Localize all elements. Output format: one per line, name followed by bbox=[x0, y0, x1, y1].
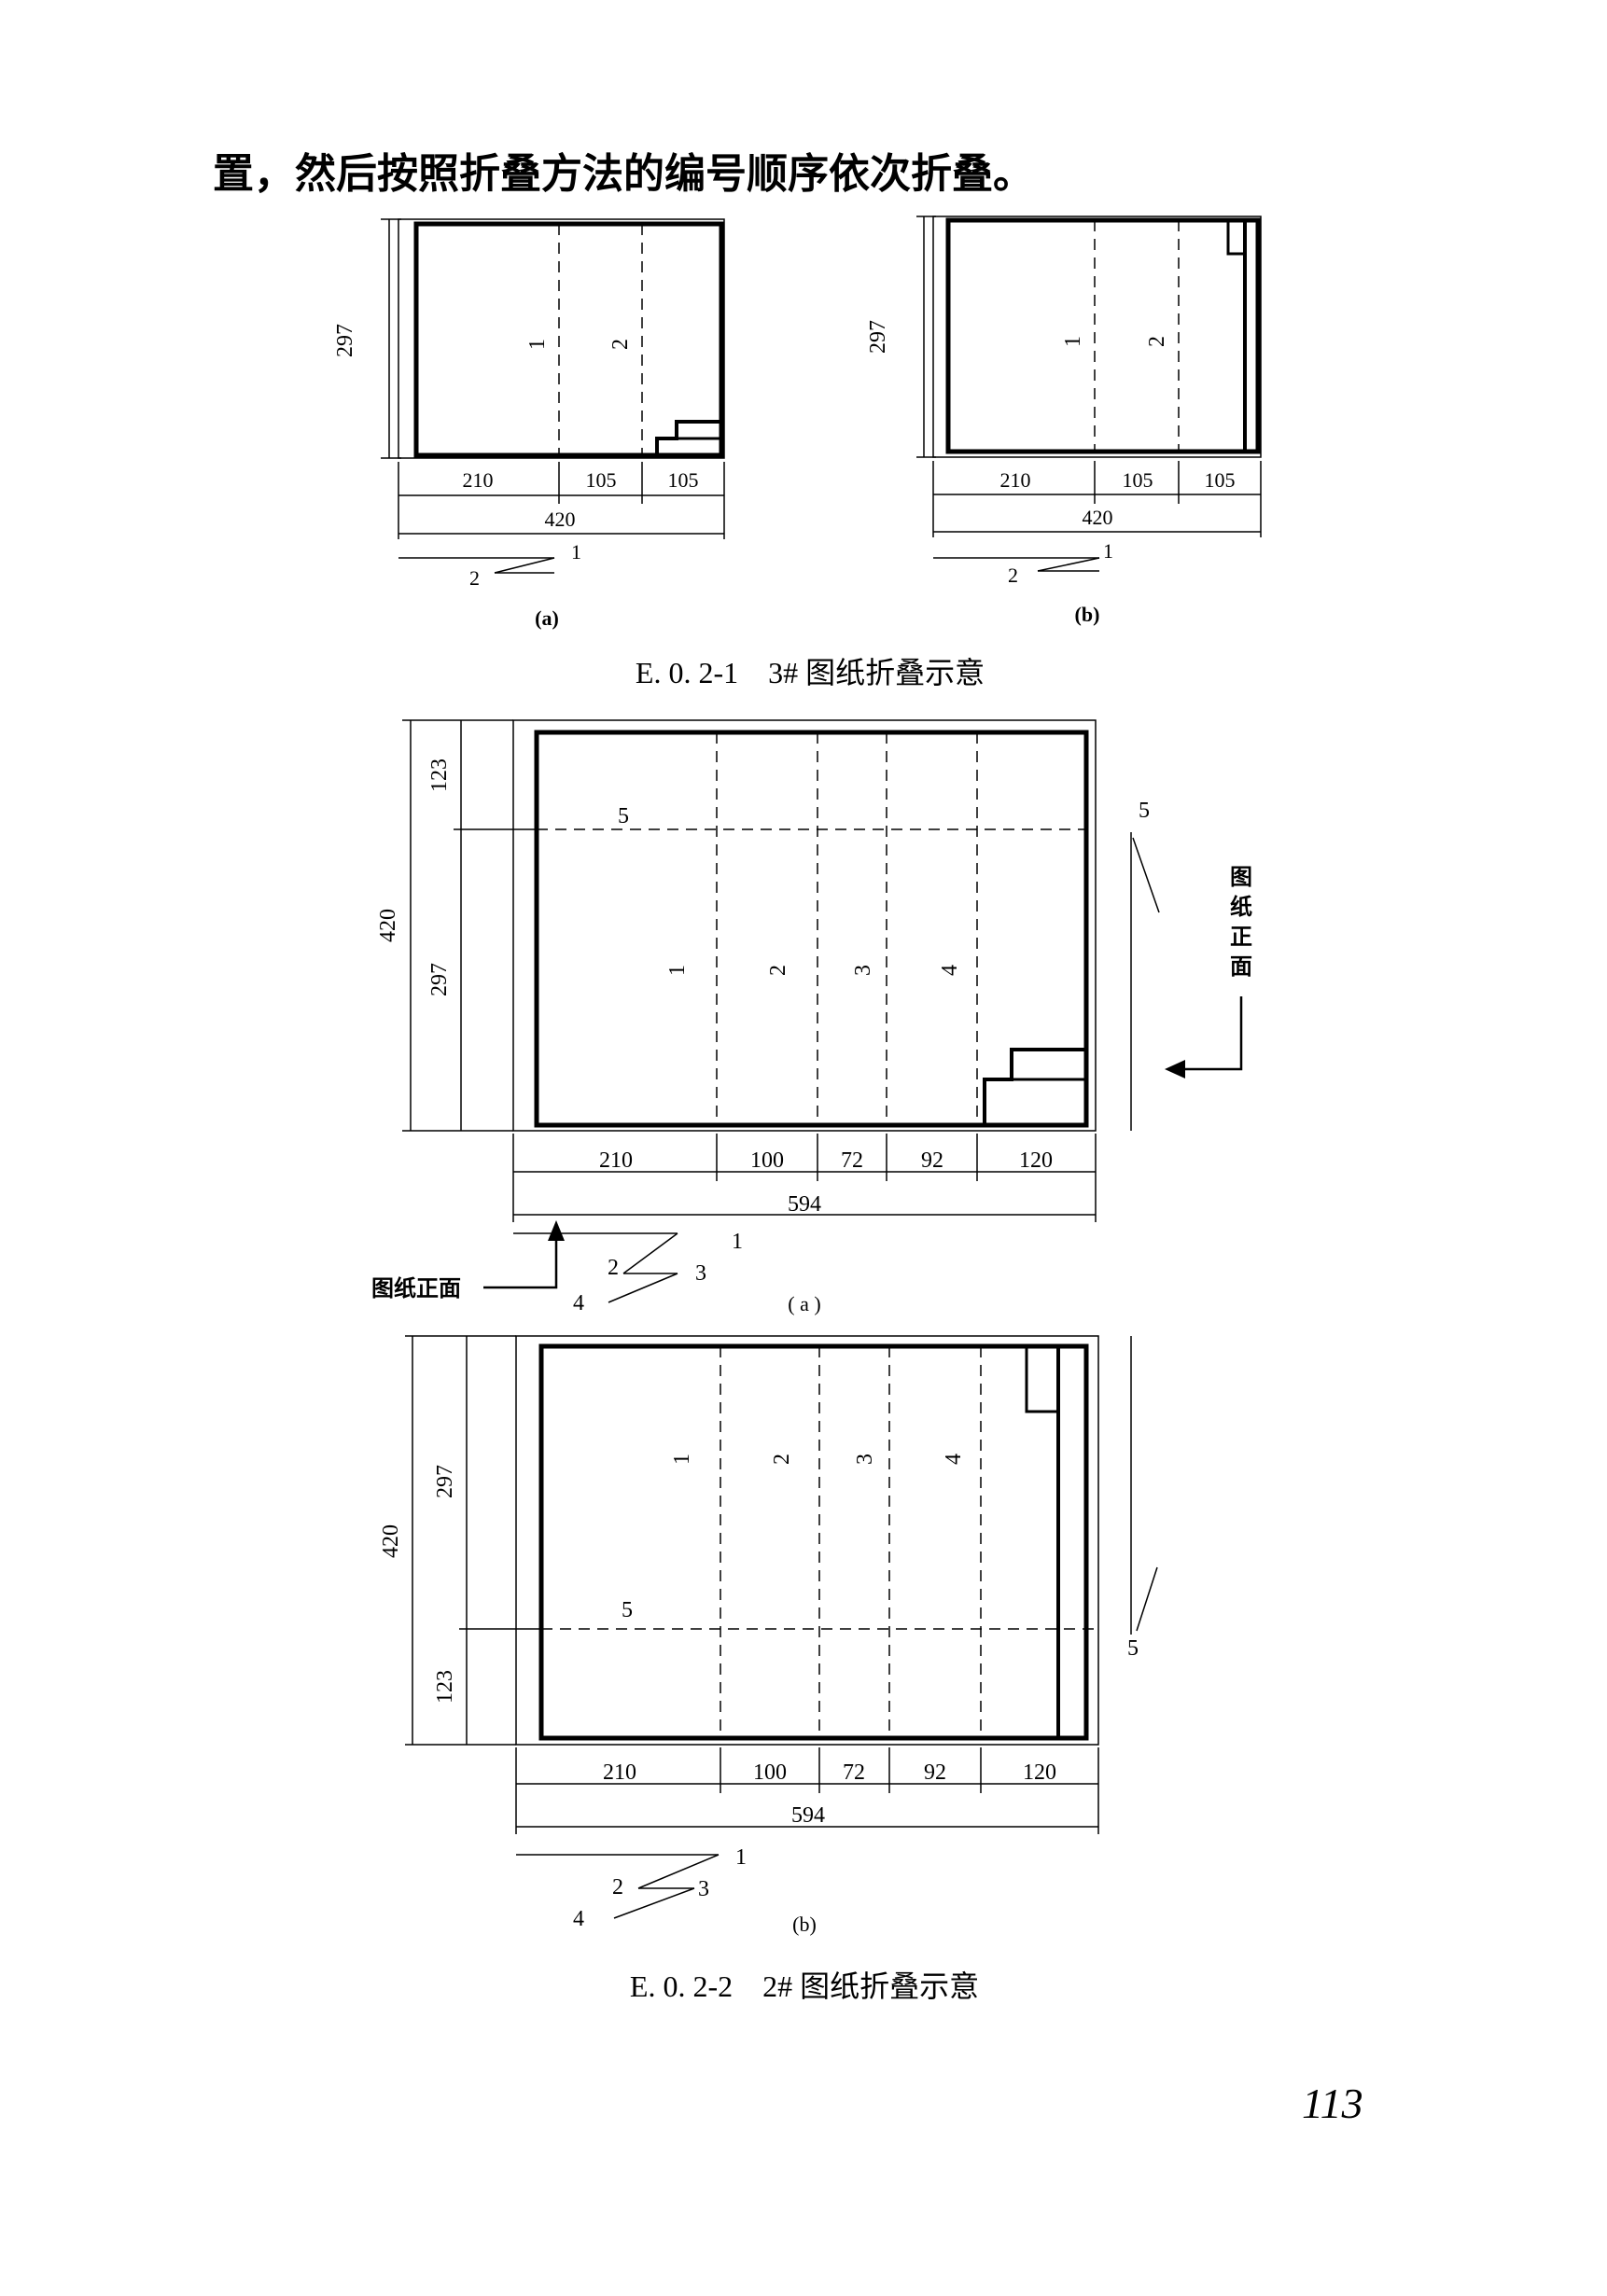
fig2a-front-char-2: 纸 bbox=[1230, 894, 1252, 920]
fig2a-seg-1: 210 bbox=[599, 1148, 633, 1173]
fig2a-seq-4: 4 bbox=[573, 1291, 584, 1315]
fig1b-fold-2: 2 bbox=[1145, 336, 1169, 347]
fig1a-seq-1: 1 bbox=[571, 540, 581, 564]
fig1b-seq-2: 2 bbox=[1008, 564, 1018, 587]
fig2a-seg-3: 72 bbox=[841, 1148, 863, 1173]
fig2b-seg-3: 72 bbox=[843, 1760, 865, 1785]
intro-paragraph: 置，然后按照折叠方法的编号顺序依次折叠。 bbox=[213, 150, 1034, 198]
fig2b-height-bottom: 123 bbox=[433, 1670, 457, 1704]
fig2b-seq-2: 2 bbox=[612, 1875, 623, 1899]
fig2a-diagram bbox=[402, 719, 1243, 1303]
fig2a-fold-2: 2 bbox=[766, 965, 790, 976]
fig1b-diagram bbox=[916, 216, 1262, 572]
figure1-caption: E. 0. 2-1 3# 图纸折叠示意 bbox=[636, 656, 985, 689]
fig2b-seg-2: 100 bbox=[753, 1760, 787, 1785]
fig2a-front-char-1: 图 bbox=[1230, 864, 1252, 890]
fig2b-seq-3: 3 bbox=[698, 1877, 709, 1901]
fig1b-seg-2: 105 bbox=[1123, 468, 1153, 492]
fig1b-height-label: 297 bbox=[866, 320, 890, 354]
figure2-caption: E. 0. 2-2 2# 图纸折叠示意 bbox=[630, 1969, 979, 2003]
fig1a-total: 420 bbox=[545, 508, 576, 531]
fig2a-fold-4: 4 bbox=[938, 965, 962, 976]
fig2b-side-fold: 5 bbox=[1127, 1636, 1139, 1661]
fig2b-fold-1: 1 bbox=[670, 1454, 694, 1465]
fig2b-height-total: 420 bbox=[379, 1524, 403, 1558]
fig2b-seg-5: 120 bbox=[1023, 1760, 1056, 1785]
fig2a-fold-1: 1 bbox=[665, 965, 690, 976]
fig2b-fold-4: 4 bbox=[942, 1454, 966, 1465]
fig2b-seq-1: 1 bbox=[735, 1845, 747, 1870]
fig2a-seq-1: 1 bbox=[732, 1230, 743, 1254]
fig1a-seg-3: 105 bbox=[668, 468, 699, 492]
fig2a-seq-2: 2 bbox=[608, 1256, 619, 1280]
fig2a-height-top: 123 bbox=[427, 758, 452, 792]
fig2a-label: ( a ) bbox=[788, 1292, 820, 1315]
fig1a-label: (a) bbox=[535, 606, 559, 630]
fig2a-height-total: 420 bbox=[376, 909, 400, 942]
fig2a-side-fold: 5 bbox=[1139, 799, 1150, 823]
fig2b-seq-4: 4 bbox=[573, 1907, 584, 1931]
fig1a-height-label: 297 bbox=[333, 324, 357, 357]
page-number: 113 bbox=[1302, 2080, 1363, 2127]
fig1b-total: 420 bbox=[1083, 506, 1113, 529]
fig1a-diagram bbox=[381, 218, 725, 574]
fig2b-height-top: 297 bbox=[433, 1465, 457, 1498]
fig1a-fold-1: 1 bbox=[525, 339, 550, 350]
fig1a-seg-1: 210 bbox=[463, 468, 494, 492]
fig1b-seg-1: 210 bbox=[1000, 468, 1031, 492]
fig2a-front-char-4: 面 bbox=[1230, 953, 1252, 980]
fig2b-seg-4: 92 bbox=[924, 1760, 946, 1785]
fig1a-seq-2: 2 bbox=[469, 566, 480, 590]
fig2a-seq-3: 3 bbox=[695, 1261, 706, 1286]
fig2a-front-arrowhead-bottom bbox=[548, 1220, 565, 1241]
fig2a-front-label: 图纸正面 bbox=[371, 1275, 461, 1301]
fig2a-total: 594 bbox=[788, 1192, 821, 1217]
fig2a-seg-4: 92 bbox=[921, 1148, 943, 1173]
fig2b-seg-1: 210 bbox=[603, 1760, 636, 1785]
fig2a-seg-2: 100 bbox=[750, 1148, 784, 1173]
fig2b-fold-2: 2 bbox=[770, 1454, 794, 1465]
fig2a-front-arrowhead-right bbox=[1165, 1060, 1185, 1078]
fig1b-fold-1: 1 bbox=[1061, 336, 1085, 347]
fig1a-seg-2: 105 bbox=[586, 468, 617, 492]
fig2b-total: 594 bbox=[791, 1803, 825, 1828]
fig2b-diagram bbox=[405, 1335, 1158, 1919]
fig2a-height-bottom: 297 bbox=[427, 963, 452, 996]
fig2a-front-char-3: 正 bbox=[1230, 924, 1252, 950]
fig1b-seg-3: 105 bbox=[1205, 468, 1236, 492]
fig2b-label: (b) bbox=[792, 1913, 817, 1936]
fig1b-seq-1: 1 bbox=[1103, 539, 1113, 563]
fig2b-fold-3: 3 bbox=[853, 1454, 877, 1465]
fig2a-fold-5: 5 bbox=[618, 804, 629, 828]
fig2a-seg-5: 120 bbox=[1019, 1148, 1053, 1173]
fig1a-fold-2: 2 bbox=[608, 339, 633, 350]
fig2a-fold-3: 3 bbox=[851, 965, 875, 976]
fig1b-label: (b) bbox=[1075, 603, 1100, 626]
fig2b-fold-5: 5 bbox=[622, 1598, 633, 1622]
